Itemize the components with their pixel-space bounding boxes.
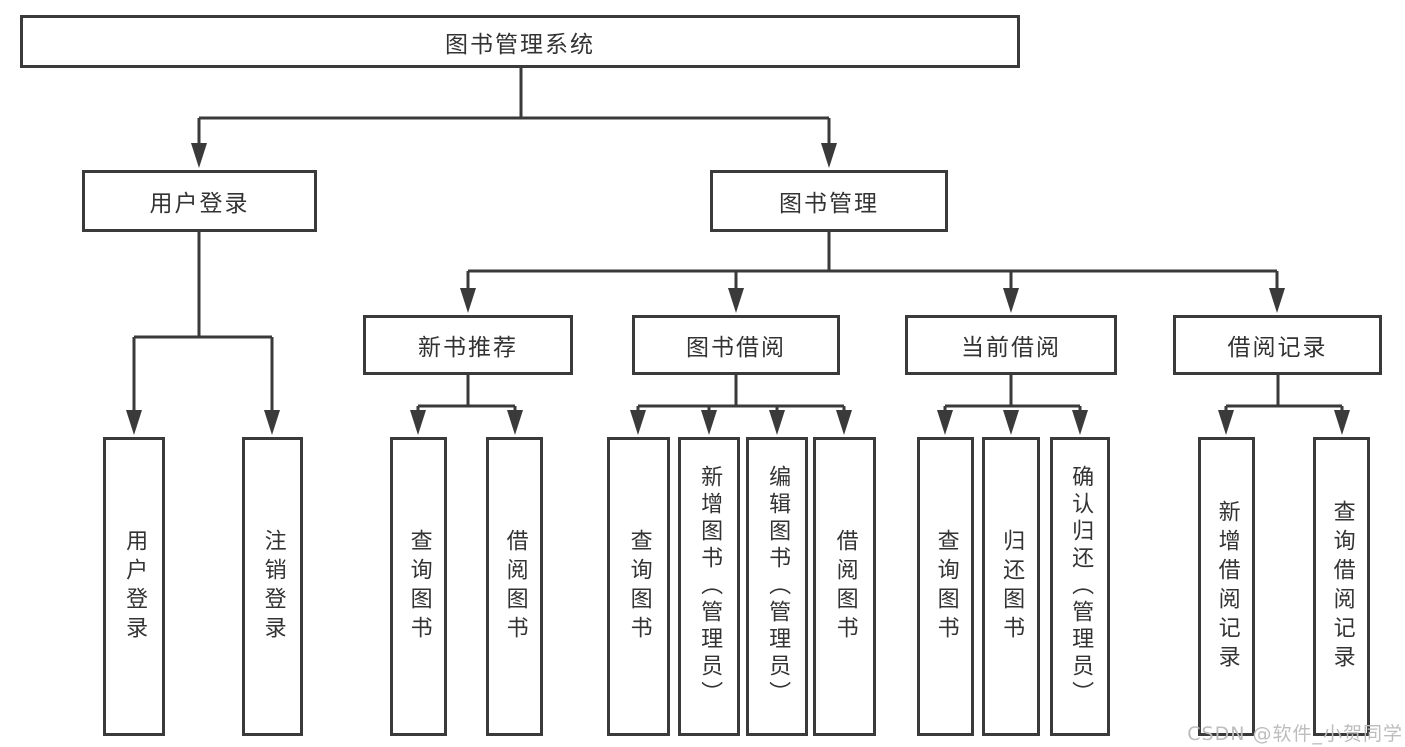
leaf-logout-label: 注销登录 [260, 528, 286, 645]
leaf-search-borrow-record: 查询借阅记录 [1313, 437, 1370, 736]
arrowhead [191, 143, 207, 168]
leaf-user-login-label: 用户登录 [122, 528, 148, 645]
leaf-return-book-label: 归还图书 [999, 528, 1025, 645]
watermark: CSDN @软件_小贺同学 [1187, 723, 1403, 745]
connector-borrow-records-to-leaves [1218, 375, 1350, 435]
leaf-add-book-admin: 新增图书（管理员） [678, 437, 740, 736]
arrowhead [630, 410, 646, 435]
connector-line [636, 375, 846, 414]
arrowhead [1269, 288, 1285, 313]
connector-line [197, 68, 831, 147]
connector-line [416, 375, 517, 414]
leaf-search-books-1-label: 查询图书 [406, 528, 432, 645]
arrowhead [701, 410, 717, 435]
connector-current-borrow-to-leaves [937, 375, 1088, 435]
arrowhead [1003, 410, 1019, 435]
node-borrow-records: 借阅记录 [1173, 315, 1382, 375]
node-new-book-recommend: 新书推荐 [363, 315, 573, 375]
connector-new-book-recommend-to-leaves [410, 375, 523, 435]
leaf-add-borrow-record-label: 新增借阅记录 [1214, 499, 1240, 674]
connector-line [1224, 375, 1344, 414]
node-book-management-label: 图书管理 [779, 191, 879, 217]
node-new-book-recommend-label: 新书推荐 [418, 335, 518, 361]
leaf-borrow-books-2: 借阅图书 [813, 437, 876, 736]
arrowhead [937, 410, 953, 435]
leaf-borrow-books-1-label: 借阅图书 [502, 528, 528, 645]
leaf-add-borrow-record: 新增借阅记录 [1198, 437, 1255, 736]
arrowhead [410, 410, 426, 435]
arrowhead [507, 410, 523, 435]
leaf-search-books-1: 查询图书 [390, 437, 447, 736]
leaf-return-book: 归还图书 [982, 437, 1040, 736]
node-user-login-label: 用户登录 [149, 191, 250, 217]
node-current-borrow: 当前借阅 [905, 315, 1117, 375]
arrowhead [1334, 410, 1350, 435]
connector-book-management-to-level3 [460, 232, 1285, 313]
leaf-confirm-return-admin-label: 确认归还（管理员） [1068, 465, 1094, 708]
node-book-management: 图书管理 [710, 170, 948, 232]
leaf-borrow-books-2-label: 借阅图书 [832, 528, 858, 645]
node-borrow-records-label: 借阅记录 [1227, 335, 1328, 361]
leaf-search-borrow-record-label: 查询借阅记录 [1329, 499, 1355, 674]
arrowhead [1218, 410, 1234, 435]
leaf-edit-book-admin: 编辑图书（管理员） [746, 437, 808, 736]
node-book-borrow: 图书借阅 [632, 315, 840, 375]
arrowhead [836, 410, 852, 435]
node-current-borrow-label: 当前借阅 [961, 335, 1061, 361]
leaf-borrow-books-1: 借阅图书 [486, 437, 543, 736]
leaf-user-login: 用户登录 [103, 437, 165, 736]
leaf-confirm-return-admin: 确认归还（管理员） [1050, 437, 1110, 736]
connector-user-login-to-leaves [126, 232, 280, 435]
leaf-search-books-2-label: 查询图书 [626, 528, 652, 645]
connector-line [132, 232, 274, 414]
leaf-add-book-admin-label: 新增图书（管理员） [697, 465, 723, 708]
arrowhead [126, 410, 142, 435]
connector-root-to-level2 [191, 68, 837, 168]
arrowhead [264, 410, 280, 435]
leaf-edit-book-admin-label: 编辑图书（管理员） [765, 465, 791, 708]
arrowhead [769, 410, 785, 435]
connector-book-borrow-to-leaves [630, 375, 852, 435]
leaf-search-books-3: 查询图书 [917, 437, 974, 736]
arrowhead [1003, 288, 1019, 313]
arrowhead [460, 288, 476, 313]
arrowhead [821, 143, 837, 168]
node-user-login: 用户登录 [82, 170, 317, 232]
leaf-search-books-2: 查询图书 [607, 437, 670, 736]
leaf-search-books-3-label: 查询图书 [933, 528, 959, 645]
node-root: 图书管理系统 [20, 15, 1020, 68]
connector-line [943, 375, 1082, 414]
node-book-borrow-label: 图书借阅 [686, 335, 786, 361]
connector-line [466, 232, 1279, 292]
leaf-logout: 注销登录 [242, 437, 303, 736]
arrowhead [728, 288, 744, 313]
arrowhead [1072, 410, 1088, 435]
node-root-label: 图书管理系统 [445, 31, 595, 58]
